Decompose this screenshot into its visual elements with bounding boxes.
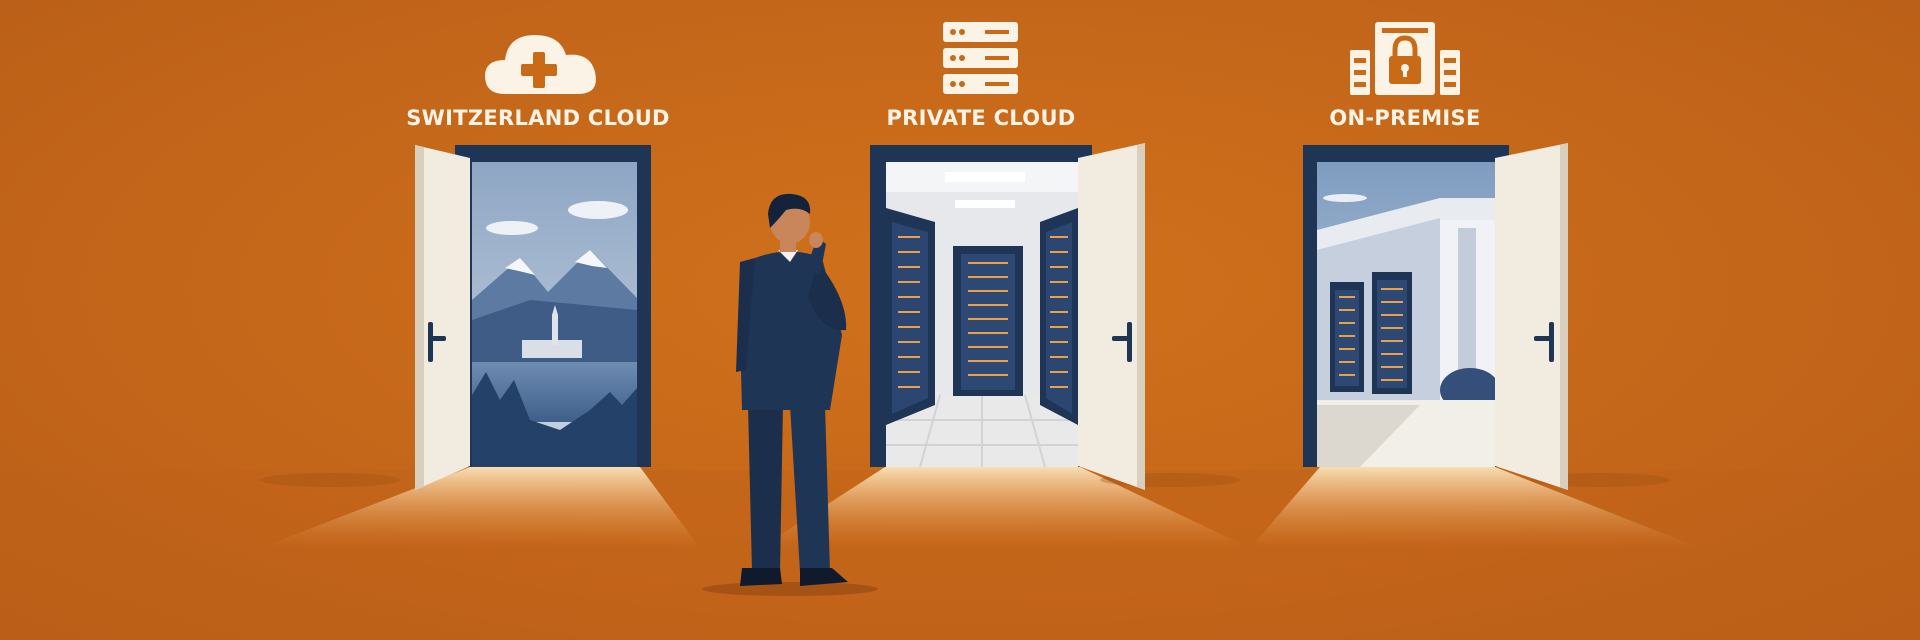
rack-light [968, 304, 1008, 306]
rack-light [898, 311, 920, 313]
rack-light [1381, 366, 1403, 368]
rack-light [1339, 309, 1355, 311]
rack-light [1339, 335, 1355, 337]
rack-light [1050, 356, 1068, 358]
door-leaf-onpremise [1495, 143, 1568, 490]
rack-light [968, 276, 1008, 278]
rack-light [1381, 340, 1403, 342]
rack-light [1339, 322, 1355, 324]
rack-light [968, 318, 1008, 320]
rack-light [1050, 266, 1068, 268]
rack-light [1339, 374, 1355, 376]
thinking-businessman [702, 193, 878, 596]
light-beam-onpremise [1250, 467, 1700, 548]
rack-light [1339, 348, 1355, 350]
door-handle-switzerland [428, 322, 433, 362]
secure-datacenter-icon [1350, 22, 1460, 95]
rack-light [898, 341, 920, 343]
rack-light [968, 290, 1008, 292]
rack-light [1050, 386, 1068, 388]
door-handle-onpremise [1549, 322, 1554, 362]
rack-light [1381, 288, 1403, 290]
rack-light [1381, 314, 1403, 316]
rack-light [1050, 236, 1068, 238]
rack-light [898, 236, 920, 238]
rack-light [1339, 361, 1355, 363]
rack-light [968, 374, 1008, 376]
view-server-room [886, 162, 1078, 468]
door-leaf-private [1078, 143, 1145, 490]
rack-light [1381, 327, 1403, 329]
option-label-on-premise[interactable]: ON-PREMISE [1329, 106, 1481, 130]
option-label-switzerland[interactable]: SWITZERLAND CLOUD [406, 106, 670, 130]
rack-light [1381, 301, 1403, 303]
rack-light [968, 360, 1008, 362]
rack-light [898, 326, 920, 328]
door-handle-private [1127, 322, 1132, 362]
rack-light [898, 371, 920, 373]
option-label-private-cloud[interactable]: PRIVATE CLOUD [886, 106, 1076, 130]
rack-light [1050, 326, 1068, 328]
rack-light [1050, 311, 1068, 313]
rack-light [1339, 296, 1355, 298]
rack-light [898, 386, 920, 388]
door-leaf-switzerland [415, 145, 470, 490]
rack-light [898, 251, 920, 253]
rack-light [968, 332, 1008, 334]
rack-indicator-lights [898, 236, 1068, 388]
light-beam-private [760, 467, 1250, 548]
rack-light [1050, 251, 1068, 253]
view-datacenter-building [1317, 162, 1500, 467]
light-beam-switzerland [260, 467, 700, 548]
rack-light [968, 262, 1008, 264]
rack-light [898, 266, 920, 268]
rack-light [898, 296, 920, 298]
rack-light [1050, 296, 1068, 298]
view-alpine-lake [472, 162, 637, 467]
cloud-plus-icon [485, 35, 596, 94]
server-stack-icon [943, 22, 1018, 94]
rack-light [968, 346, 1008, 348]
door-on-premise[interactable] [1250, 143, 1700, 548]
rack-light [1050, 281, 1068, 283]
rack-light [1381, 353, 1403, 355]
rack-light [1381, 379, 1403, 381]
rack-light [898, 356, 920, 358]
building-rack-lights [1339, 288, 1403, 381]
rack-light [1050, 371, 1068, 373]
door-switzerland[interactable] [260, 145, 700, 548]
rack-light [1050, 341, 1068, 343]
door-private-cloud[interactable] [760, 143, 1250, 548]
rack-light [898, 281, 920, 283]
